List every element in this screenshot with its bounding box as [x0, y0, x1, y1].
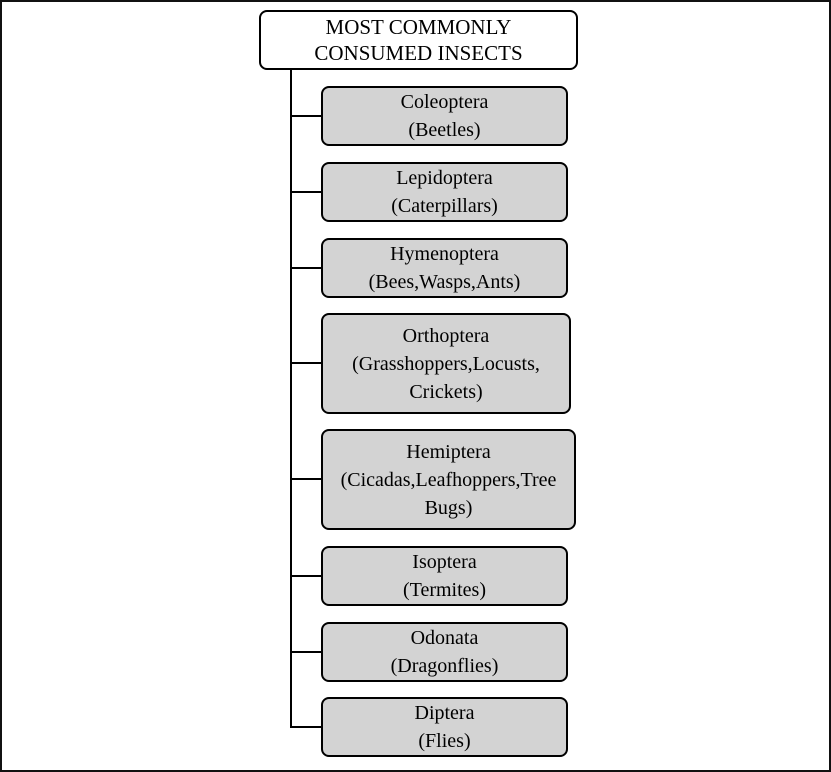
node-common-name: (Grasshoppers,Locusts, Crickets)	[352, 352, 540, 403]
node-orthoptera: Orthoptera (Grasshoppers,Locusts, Cricke…	[321, 313, 571, 414]
connector-orthoptera	[290, 362, 322, 364]
node-order-name: Lepidoptera	[396, 167, 493, 189]
node-common-name: (Caterpillars)	[391, 195, 498, 217]
connector-odonata	[290, 651, 322, 653]
connector-hemiptera	[290, 478, 322, 480]
connector-diptera	[290, 726, 322, 728]
root-node-title-box: MOST COMMONLY CONSUMED INSECTS	[259, 10, 578, 70]
node-order-name: Hemiptera	[406, 440, 491, 463]
node-odonata: Odonata (Dragonflies)	[321, 622, 568, 682]
node-order-name: Diptera	[414, 702, 475, 724]
node-common-name: (Dragonflies)	[390, 655, 499, 677]
node-coleoptera: Coleoptera (Beetles)	[321, 86, 568, 146]
node-order-name: Orthoptera	[402, 324, 490, 347]
node-common-name: (Bees,Wasps,Ants)	[368, 271, 521, 293]
node-order-name: Odonata	[410, 627, 479, 649]
connector-coleoptera	[290, 115, 322, 117]
connector-isoptera	[290, 575, 322, 577]
node-common-name: (Termites)	[402, 579, 486, 601]
node-lepidoptera: Lepidoptera (Caterpillars)	[321, 162, 568, 222]
node-order-name: Coleoptera	[400, 91, 489, 113]
node-isoptera: Isoptera (Termites)	[321, 546, 568, 606]
root-title: MOST COMMONLY CONSUMED INSECTS	[314, 15, 523, 65]
node-diptera: Diptera (Flies)	[321, 697, 568, 757]
node-common-name: (Flies)	[418, 730, 471, 752]
connector-hymenoptera	[290, 267, 322, 269]
node-order-name: Isoptera	[412, 551, 477, 573]
node-hymenoptera: Hymenoptera (Bees,Wasps,Ants)	[321, 238, 568, 298]
connector-trunk	[290, 69, 292, 728]
connector-lepidoptera	[290, 191, 322, 193]
node-order-name: Hymenoptera	[390, 243, 499, 265]
node-hemiptera: Hemiptera (Cicadas,Leafhoppers,Tree Bugs…	[321, 429, 576, 530]
node-common-name: (Beetles)	[408, 119, 481, 141]
node-common-name: (Cicadas,Leafhoppers,Tree Bugs)	[340, 468, 557, 519]
